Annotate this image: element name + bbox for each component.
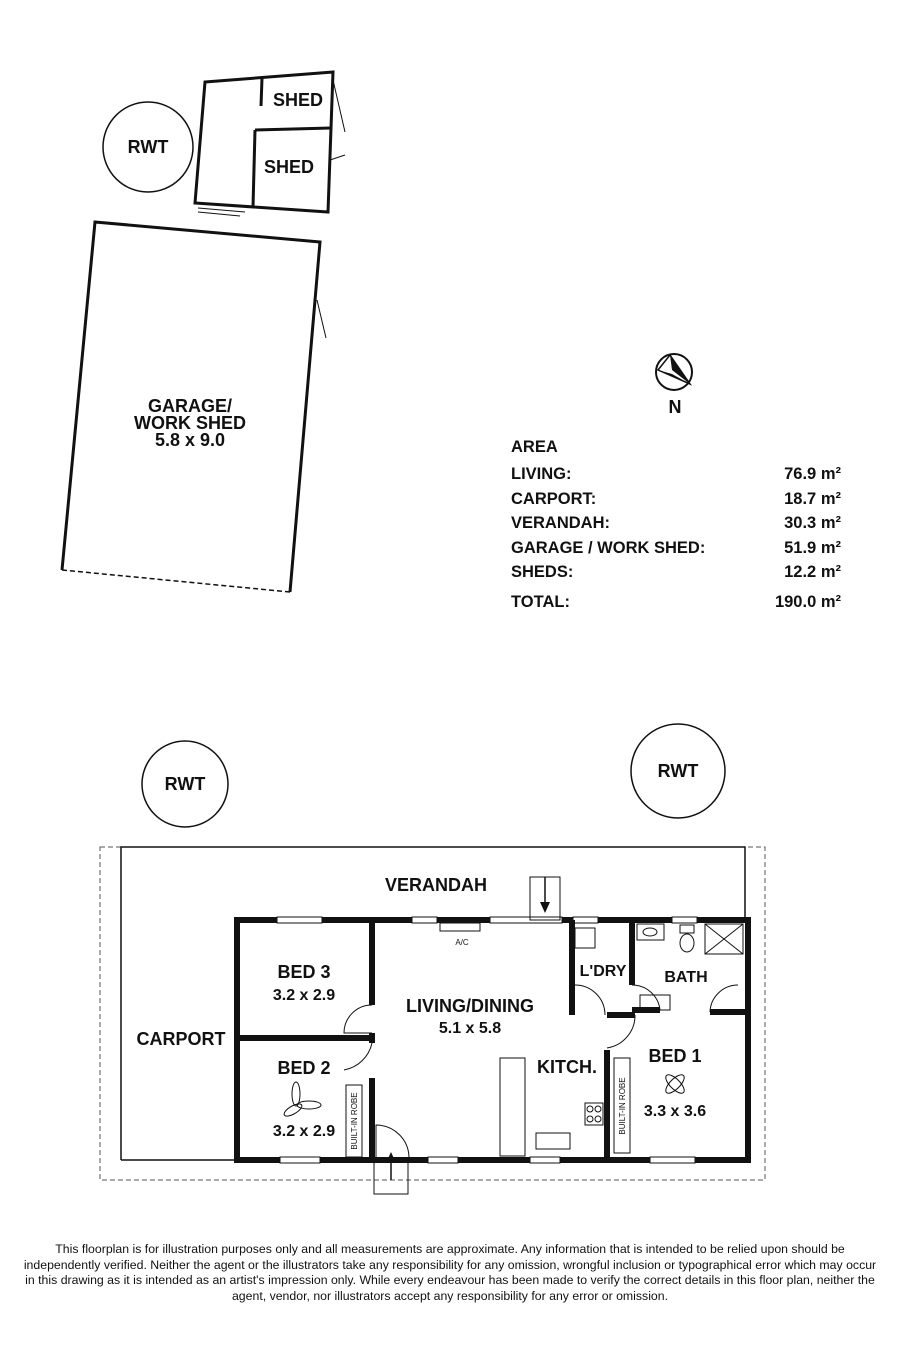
north-compass-icon: N	[655, 353, 693, 417]
bed1-dimensions: 3.3 x 3.6	[644, 1103, 706, 1120]
disclaimer: This floorplan is for illustration purpo…	[23, 1242, 877, 1303]
area-value: 51.9 m²	[784, 538, 841, 557]
area-table: AREA LIVING: 76.9 m² CARPORT: 18.7 m² VERA…	[511, 438, 841, 617]
shed-label: SHED	[273, 90, 323, 110]
rwt-label: RWT	[165, 774, 206, 794]
garage-label: GARAGE/	[148, 396, 232, 416]
area-row: GARAGE / WORK SHED: 51.9 m²	[511, 539, 841, 564]
rainwater-tank-right: RWT	[630, 723, 726, 819]
house: BED 3 3.2 x 2.9 LIVING/DINING 5.1 x 5.8 …	[234, 876, 751, 1195]
bed2-dimensions: 3.2 x 2.9	[273, 1123, 335, 1140]
rainwater-tank-top: RWT	[102, 101, 194, 193]
area-label: CARPORT:	[511, 489, 597, 508]
sheds: SHED SHED	[193, 70, 346, 217]
laundry-label: L'DRY	[580, 963, 627, 980]
area-title: AREA	[511, 438, 558, 456]
ceiling-fan-icon	[283, 1081, 322, 1117]
bed3-label: BED 3	[277, 962, 330, 982]
ceiling-fan-icon	[665, 1074, 685, 1094]
garage-label: WORK SHED	[134, 413, 246, 433]
garage-work-shed: GARAGE/ WORK SHED 5.8 x 9.0	[60, 220, 327, 593]
verandah-label: VERANDAH	[385, 875, 487, 895]
kitchen-label: KITCH.	[537, 1057, 597, 1077]
area-value: 30.3 m²	[784, 514, 841, 532]
area-label: VERANDAH:	[511, 514, 610, 532]
area-value: 18.7 m²	[784, 489, 841, 508]
total-value: 190.0 m²	[774, 592, 841, 611]
ac-label: A/C	[455, 938, 469, 947]
north-label: N	[669, 397, 682, 417]
area-total-row: TOTAL: 190.0 m²	[511, 593, 841, 618]
verandah-carport: VERANDAH CARPORT	[99, 846, 766, 1181]
area-label: GARAGE / WORK SHED:	[511, 538, 706, 557]
carport-label: CARPORT	[137, 1029, 226, 1049]
garage-dimensions: 5.8 x 9.0	[155, 430, 225, 450]
bed1-label: BED 1	[648, 1046, 701, 1066]
area-value: 76.9 m²	[784, 465, 841, 483]
robe-label: BUILT-IN ROBE	[350, 1092, 359, 1149]
area-row: SHEDS: 12.2 m²	[511, 563, 841, 588]
area-value: 12.2 m²	[784, 563, 841, 581]
area-row: CARPORT: 18.7 m²	[511, 490, 841, 515]
rwt-label: RWT	[128, 137, 169, 157]
robe-label: BUILT-IN ROBE	[618, 1077, 627, 1134]
rainwater-tank-left: RWT	[141, 740, 229, 828]
rwt-label: RWT	[658, 761, 699, 781]
living-label: LIVING/DINING	[406, 996, 534, 1016]
bed3-dimensions: 3.2 x 2.9	[273, 987, 335, 1004]
area-label: SHEDS:	[511, 563, 574, 581]
bath-label: BATH	[664, 969, 707, 986]
shed-label: SHED	[264, 157, 314, 177]
area-row: VERANDAH: 30.3 m²	[511, 514, 841, 539]
area-label: LIVING:	[511, 465, 572, 483]
total-label: TOTAL:	[511, 592, 570, 611]
bed2-label: BED 2	[277, 1058, 330, 1078]
living-dimensions: 5.1 x 5.8	[439, 1020, 501, 1037]
area-row: LIVING: 76.9 m²	[511, 465, 841, 490]
